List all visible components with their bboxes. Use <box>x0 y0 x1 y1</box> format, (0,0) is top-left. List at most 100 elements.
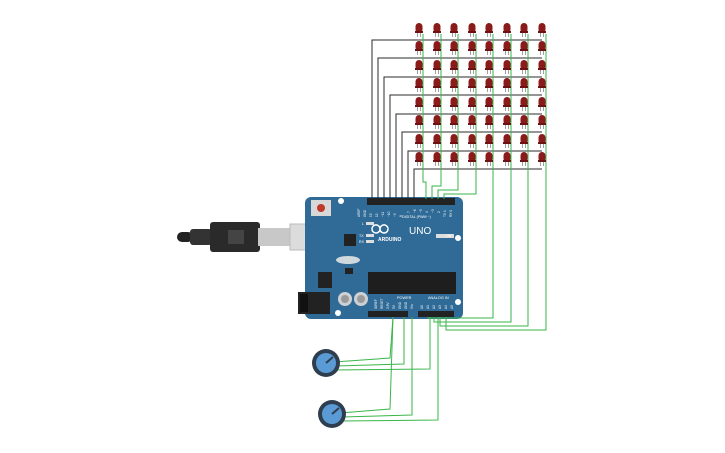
led[interactable] <box>485 97 493 111</box>
led[interactable] <box>433 23 441 37</box>
power-header-label: POWER <box>397 296 412 300</box>
led[interactable] <box>415 78 423 92</box>
column-wire <box>422 34 427 199</box>
pin-label-0: RX 0 <box>449 210 453 217</box>
row-wire <box>407 150 542 199</box>
led[interactable] <box>503 115 511 129</box>
led[interactable] <box>538 78 546 92</box>
led[interactable] <box>520 78 528 92</box>
led[interactable] <box>520 97 528 111</box>
led[interactable] <box>503 78 511 92</box>
led[interactable] <box>415 60 423 74</box>
led[interactable] <box>485 23 493 37</box>
pin-label-9: ~9 <box>393 213 397 217</box>
led[interactable] <box>415 41 423 55</box>
led[interactable] <box>415 115 423 129</box>
led[interactable] <box>450 60 458 74</box>
led[interactable] <box>485 115 493 129</box>
led[interactable] <box>450 152 458 166</box>
pin-label-a3: A3 <box>438 305 442 309</box>
arduino-uno-board[interactable]: ARDUINO UNO DIGITAL (PWM ~) POWER ANALOG… <box>298 197 463 319</box>
digital-header-label: DIGITAL (PWM ~) <box>402 215 431 219</box>
led[interactable] <box>468 60 476 74</box>
pin-label-gnd1: GND <box>398 301 402 309</box>
led[interactable] <box>520 60 528 74</box>
led[interactable] <box>485 152 493 166</box>
led[interactable] <box>520 115 528 129</box>
led[interactable] <box>468 41 476 55</box>
led[interactable] <box>450 115 458 129</box>
analog-header-label: ANALOG IN <box>428 296 449 300</box>
pin-label-5: ~5 <box>419 209 423 213</box>
led[interactable] <box>433 115 441 129</box>
led[interactable] <box>503 60 511 74</box>
led[interactable] <box>538 97 546 111</box>
led[interactable] <box>468 152 476 166</box>
pin-label-reset: RESET <box>380 298 384 309</box>
led[interactable] <box>433 97 441 111</box>
row-wire <box>413 168 542 199</box>
led[interactable] <box>538 60 546 74</box>
led[interactable] <box>503 41 511 55</box>
led[interactable] <box>520 134 528 148</box>
led[interactable] <box>468 134 476 148</box>
led[interactable] <box>468 23 476 37</box>
wires <box>371 34 547 331</box>
row-wire <box>371 39 542 199</box>
led[interactable] <box>450 23 458 37</box>
arduino-logo <box>371 224 389 234</box>
led[interactable] <box>450 78 458 92</box>
pin-label-ioref: IOREF <box>374 299 378 309</box>
pin-label-6: ~6 <box>413 209 417 213</box>
led[interactable] <box>468 78 476 92</box>
pin-label-a5: A5 <box>450 305 454 309</box>
pin-label-gnd: GND <box>363 209 367 217</box>
pin-label-12: 12 <box>375 213 379 217</box>
led[interactable] <box>415 23 423 37</box>
led[interactable] <box>538 41 546 55</box>
led[interactable] <box>520 23 528 37</box>
led[interactable] <box>538 134 546 148</box>
led[interactable] <box>503 97 511 111</box>
led[interactable] <box>538 115 546 129</box>
pin-label-a4: A4 <box>444 305 448 309</box>
led[interactable] <box>538 152 546 166</box>
led[interactable] <box>415 152 423 166</box>
led[interactable] <box>415 134 423 148</box>
led[interactable] <box>468 97 476 111</box>
led[interactable] <box>433 78 441 92</box>
led[interactable] <box>415 97 423 111</box>
led[interactable] <box>485 41 493 55</box>
led[interactable] <box>433 134 441 148</box>
reset-button[interactable] <box>317 204 325 212</box>
pin-label-1: TX 1 <box>443 210 447 217</box>
pot-1[interactable] <box>312 316 431 377</box>
led[interactable] <box>433 152 441 166</box>
led[interactable] <box>433 41 441 55</box>
pin-label-vin: Vin <box>410 304 414 309</box>
led-rx-label: RX <box>359 240 365 244</box>
column-wire <box>443 34 477 199</box>
pot-2[interactable] <box>318 316 439 428</box>
led[interactable] <box>485 134 493 148</box>
led[interactable] <box>485 60 493 74</box>
led[interactable] <box>538 23 546 37</box>
led[interactable] <box>520 41 528 55</box>
pin-label-3: ~3 <box>431 209 435 213</box>
led[interactable] <box>468 115 476 129</box>
led-on-label: ON <box>446 234 452 238</box>
led[interactable] <box>503 152 511 166</box>
led[interactable] <box>450 134 458 148</box>
led[interactable] <box>433 60 441 74</box>
led[interactable] <box>450 41 458 55</box>
pin-label-aref: AREF <box>357 208 361 217</box>
led[interactable] <box>503 134 511 148</box>
led[interactable] <box>520 152 528 166</box>
brand-label: ARDUINO <box>378 237 401 243</box>
pin-label-a1: A1 <box>426 305 430 309</box>
led-matrix <box>415 23 546 166</box>
led[interactable] <box>503 23 511 37</box>
row-wire <box>383 76 542 199</box>
led[interactable] <box>485 78 493 92</box>
led[interactable] <box>450 97 458 111</box>
